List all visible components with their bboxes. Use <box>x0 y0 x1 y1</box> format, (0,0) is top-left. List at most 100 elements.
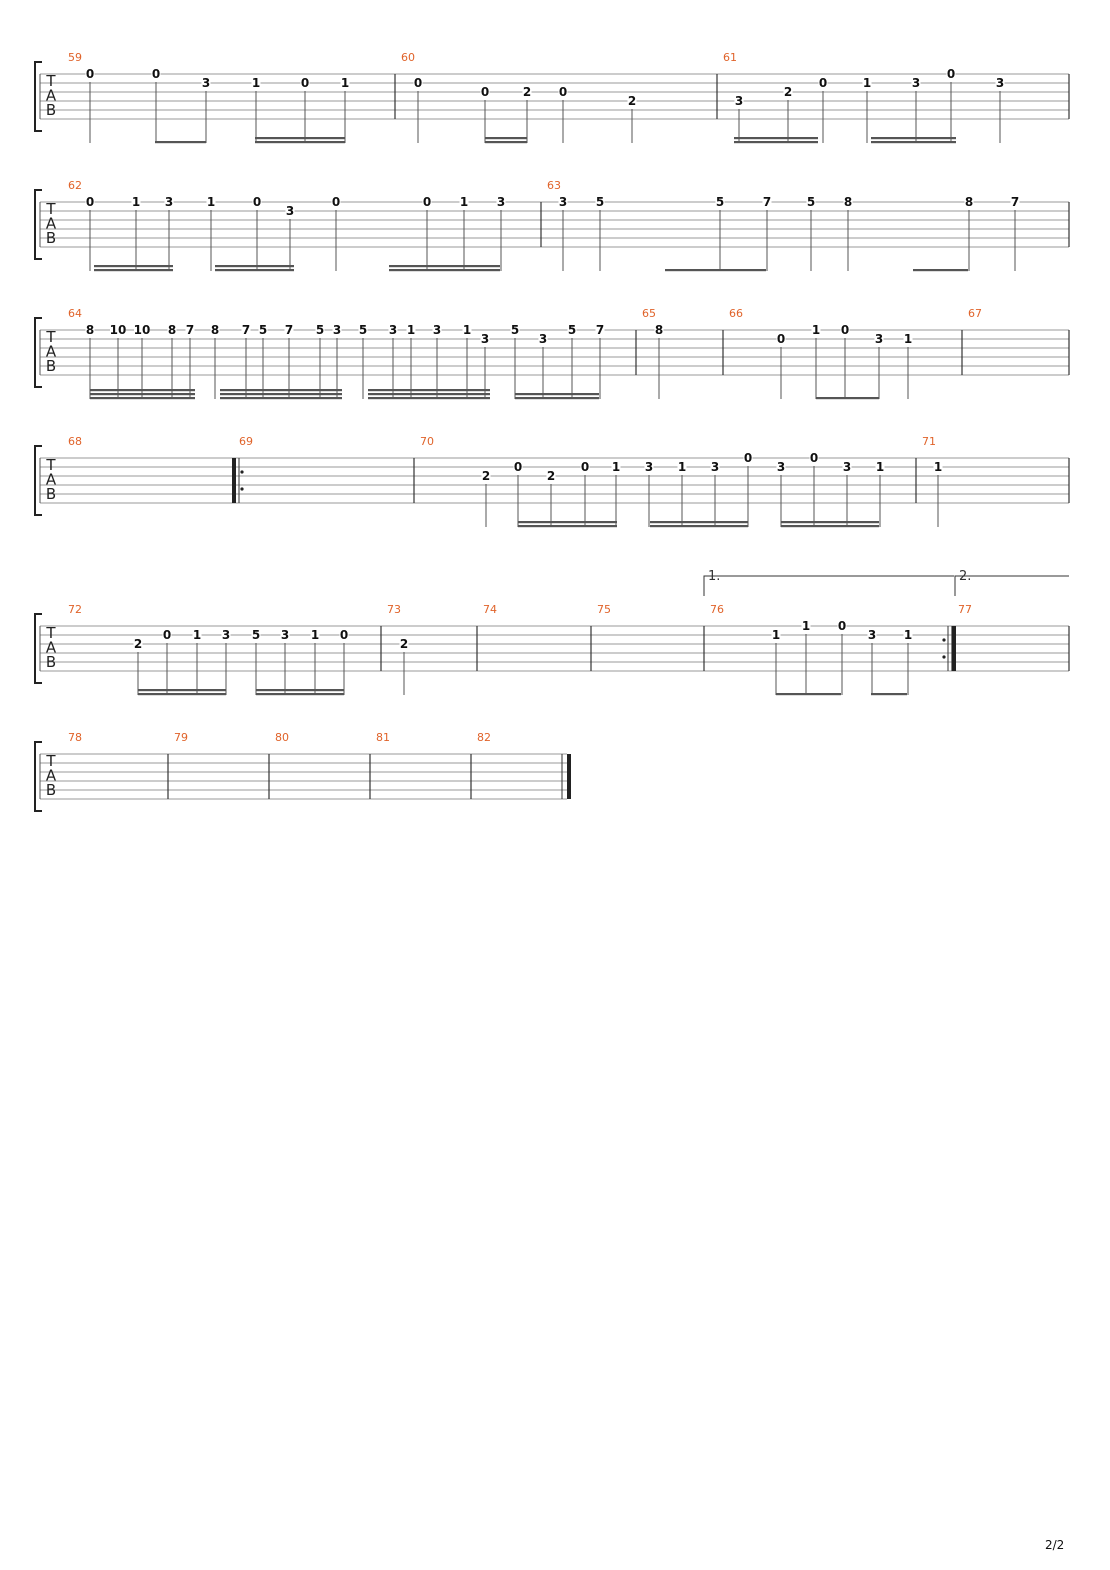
note-beam <box>734 141 818 144</box>
fret-mask <box>110 324 126 336</box>
fret-number: 0 <box>514 460 522 474</box>
measure-number: 62 <box>68 179 82 192</box>
note-beam <box>913 269 968 272</box>
fret-number: 0 <box>559 85 567 99</box>
fret-mask <box>462 324 472 336</box>
fret-number: 3 <box>481 332 489 346</box>
note-beam <box>215 269 294 272</box>
note-beam <box>368 397 490 400</box>
fret-number: 3 <box>433 323 441 337</box>
fret-number: 1 <box>407 323 415 337</box>
fret-mask <box>162 629 172 641</box>
measure-number: 75 <box>597 603 611 616</box>
fret-number: 1 <box>193 628 201 642</box>
fret-number: 3 <box>868 628 876 642</box>
fret-mask <box>762 196 772 208</box>
final-barline-thick <box>567 754 571 799</box>
fret-number: 2 <box>400 637 408 651</box>
fret-mask <box>644 461 654 473</box>
fret-number: 0 <box>581 460 589 474</box>
fret-mask <box>210 324 220 336</box>
fret-mask <box>867 629 877 641</box>
fret-mask <box>818 77 828 89</box>
fret-number: 7 <box>1011 195 1019 209</box>
fret-mask <box>164 196 174 208</box>
measure-number: 66 <box>729 307 743 320</box>
fret-number: 0 <box>838 619 846 633</box>
fret-mask <box>558 86 568 98</box>
note-beam <box>256 693 344 696</box>
measure-number: 82 <box>477 731 491 744</box>
repeat-dot <box>240 470 244 474</box>
fret-number: 2 <box>784 85 792 99</box>
fret-number: 0 <box>301 76 309 90</box>
repeat-dot <box>240 487 244 491</box>
volta-bracket <box>703 575 954 596</box>
fret-mask <box>134 324 150 336</box>
fret-number: 7 <box>242 323 250 337</box>
fret-number: 3 <box>333 323 341 337</box>
fret-mask <box>258 324 268 336</box>
measure-number: 71 <box>922 435 936 448</box>
note-beam <box>518 525 617 528</box>
fret-mask <box>558 196 568 208</box>
fret-mask <box>496 196 506 208</box>
measure-number: 59 <box>68 51 82 64</box>
fret-mask <box>611 461 621 473</box>
fret-number: 5 <box>259 323 267 337</box>
tab-clef-letter: A <box>46 215 57 233</box>
fret-number: 1 <box>678 460 686 474</box>
volta-label: 2. <box>959 569 971 584</box>
fret-mask <box>510 324 520 336</box>
fret-mask <box>715 196 725 208</box>
note-beam <box>255 141 345 144</box>
fret-mask <box>388 324 398 336</box>
fret-mask <box>251 77 261 89</box>
note-beam <box>776 693 841 696</box>
fret-mask <box>131 196 141 208</box>
fret-number: 3 <box>281 628 289 642</box>
fret-number: 0 <box>163 628 171 642</box>
fret-number: 5 <box>316 323 324 337</box>
fret-number: 8 <box>211 323 219 337</box>
fret-number: 1 <box>802 619 810 633</box>
fret-number: 1 <box>904 628 912 642</box>
note-beam <box>485 141 527 144</box>
page-number: 2/2 <box>1045 1538 1065 1552</box>
fret-mask <box>331 196 341 208</box>
note-beam <box>816 397 879 400</box>
fret-number: 5 <box>359 323 367 337</box>
tab-clef-letter: B <box>46 357 56 375</box>
note-beam <box>155 141 206 144</box>
fret-number: 1 <box>460 195 468 209</box>
measure-number: 74 <box>483 603 497 616</box>
fret-number: 0 <box>744 451 752 465</box>
tab-clef-letter: B <box>46 101 56 119</box>
fret-number: 0 <box>86 67 94 81</box>
fret-number: 1 <box>132 195 140 209</box>
fret-number: 8 <box>168 323 176 337</box>
fret-mask <box>358 324 368 336</box>
fret-number: 3 <box>777 460 785 474</box>
fret-number: 8 <box>965 195 973 209</box>
note-beam <box>871 693 907 696</box>
fret-mask <box>422 196 432 208</box>
fret-number: 1 <box>863 76 871 90</box>
fret-number: 3 <box>711 460 719 474</box>
fret-number: 0 <box>86 195 94 209</box>
note-beam <box>871 137 956 140</box>
fret-number: 3 <box>165 195 173 209</box>
measure-number: 76 <box>710 603 724 616</box>
fret-number: 7 <box>186 323 194 337</box>
fret-number: 0 <box>332 195 340 209</box>
fret-number: 0 <box>152 67 160 81</box>
system-bracket <box>34 613 42 684</box>
fret-mask <box>627 95 637 107</box>
fret-number: 2 <box>523 85 531 99</box>
note-beam <box>781 521 879 524</box>
fret-number: 3 <box>843 460 851 474</box>
fret-number: 3 <box>497 195 505 209</box>
fret-number: 0 <box>810 451 818 465</box>
fret-number: 7 <box>763 195 771 209</box>
fret-mask <box>546 470 556 482</box>
